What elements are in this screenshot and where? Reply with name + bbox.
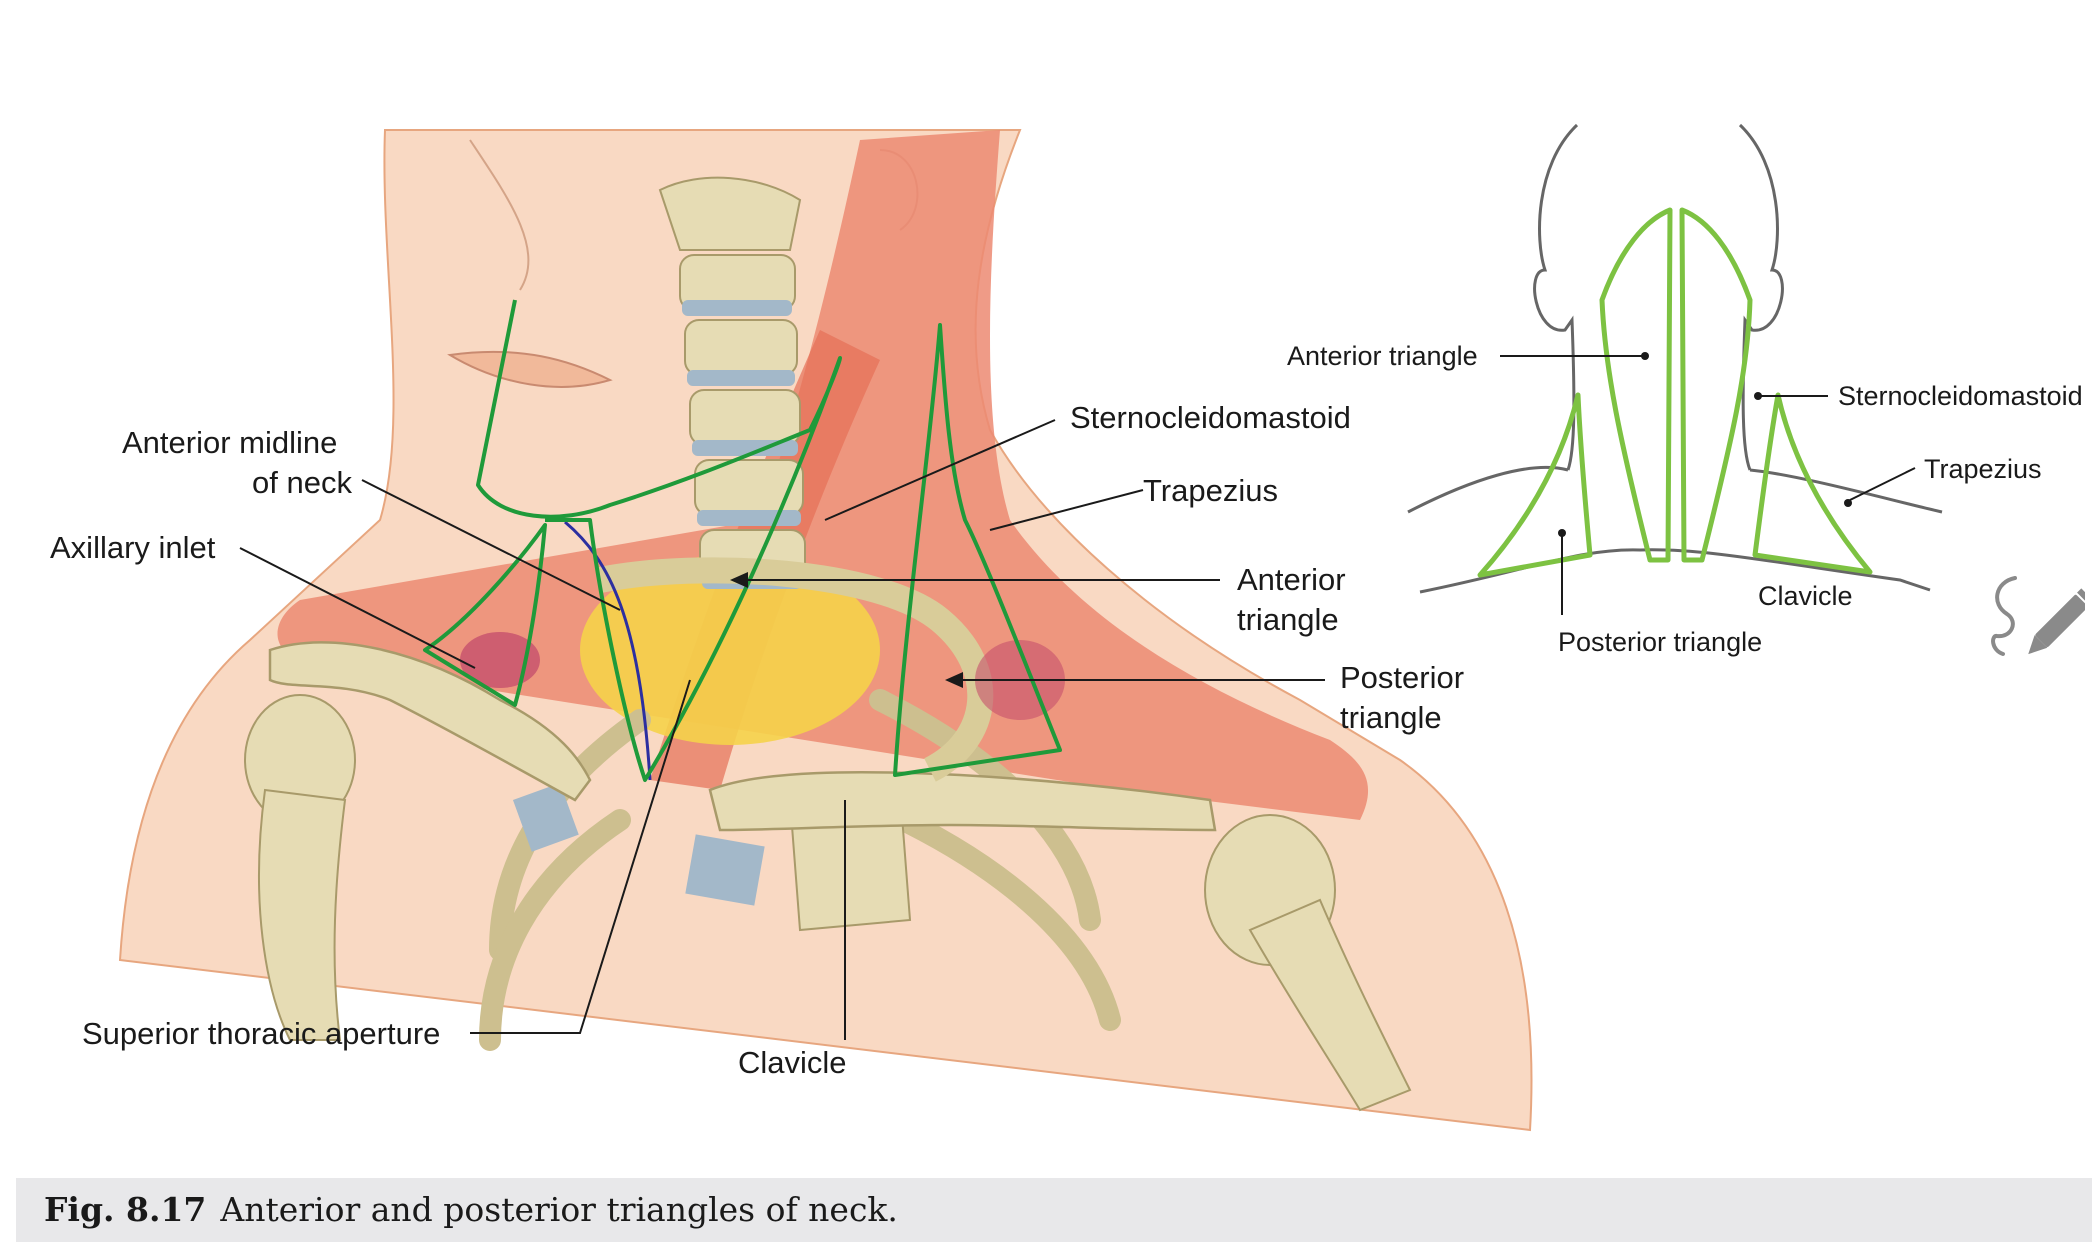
inset-label-anterior-triangle: Anterior triangle bbox=[1287, 341, 1478, 371]
superior-thoracic-aperture-area bbox=[580, 555, 880, 745]
posterior-triangle-outline bbox=[893, 323, 1062, 777]
pen-squiggle-icon[interactable] bbox=[1985, 570, 2092, 670]
label-trapezius: Trapezius bbox=[1143, 473, 1278, 508]
dot-posterior-triangle bbox=[1558, 529, 1566, 537]
figure-caption: Fig. 8.17 Anterior and posterior triangle… bbox=[44, 1190, 898, 1229]
cervical-spine bbox=[658, 176, 806, 589]
inset-shoulder-right bbox=[1749, 468, 1943, 514]
dot-anterior-triangle bbox=[1641, 352, 1649, 360]
anterior-triangle-outline bbox=[476, 299, 842, 782]
label-anterior-triangle-2: triangle bbox=[1237, 602, 1339, 637]
label-anterior-triangle-1: Anterior bbox=[1237, 562, 1346, 597]
label-anterior-midline-2: of neck bbox=[252, 465, 352, 500]
first-rib bbox=[597, 557, 994, 782]
main-illustration bbox=[118, 129, 1533, 1132]
face-nose bbox=[469, 139, 530, 291]
right-humerus bbox=[258, 788, 347, 1041]
costal-cartilage-right bbox=[512, 782, 579, 852]
main-labels: Anterior midline of neck Axillary inlet … bbox=[50, 400, 1464, 1080]
inset-anterior-triangle-left bbox=[1599, 207, 1673, 563]
inset-label-sternocleidomastoid: Sternocleidomastoid bbox=[1838, 381, 2083, 411]
label-posterior-triangle-2: triangle bbox=[1340, 700, 1442, 735]
right-clavicle bbox=[268, 641, 592, 802]
arrowhead-anterior-triangle bbox=[730, 572, 748, 588]
caption-bar bbox=[16, 1178, 2092, 1242]
label-posterior-triangle-1: Posterior bbox=[1340, 660, 1464, 695]
caption-text: Anterior and posterior triangles of neck… bbox=[220, 1190, 898, 1229]
inset-diagram: Anterior triangle Sternocleidomastoid Tr… bbox=[1287, 123, 2083, 657]
dot-sternocleidomastoid bbox=[1754, 392, 1762, 400]
costal-cartilage-left bbox=[685, 834, 765, 906]
inset-posterior-triangle-left bbox=[1477, 392, 1593, 578]
main-leader-lines bbox=[239, 419, 1325, 1040]
label-superior-thoracic-aperture: Superior thoracic aperture bbox=[82, 1016, 440, 1051]
face-lips bbox=[447, 350, 613, 388]
label-clavicle: Clavicle bbox=[738, 1045, 847, 1080]
inset-label-trapezius: Trapezius bbox=[1924, 454, 2042, 484]
left-humerus bbox=[1248, 898, 1412, 1112]
label-anterior-midline-1: Anterior midline bbox=[122, 425, 337, 460]
inset-shoulder-left bbox=[1407, 465, 1569, 514]
arrowhead-posterior-triangle bbox=[945, 672, 963, 688]
axillary-area-right bbox=[460, 632, 540, 688]
figure-number: Fig. 8.17 bbox=[44, 1190, 207, 1229]
label-sternocleidomastoid: Sternocleidomastoid bbox=[1070, 400, 1351, 435]
inset-anterior-triangle-right bbox=[1679, 207, 1753, 563]
inset-posterior-triangle-right bbox=[1752, 392, 1873, 575]
axillary-triangle-outline bbox=[423, 523, 547, 707]
dot-trapezius bbox=[1844, 499, 1852, 507]
left-clavicle bbox=[708, 770, 1217, 832]
inset-label-clavicle: Clavicle bbox=[1758, 581, 1853, 611]
label-axillary-inlet: Axillary inlet bbox=[50, 530, 216, 565]
inset-label-posterior-triangle: Posterior triangle bbox=[1558, 627, 1762, 657]
pen-squiggle-icon-graphic bbox=[1991, 576, 2092, 656]
anterior-midline-line bbox=[564, 520, 652, 781]
